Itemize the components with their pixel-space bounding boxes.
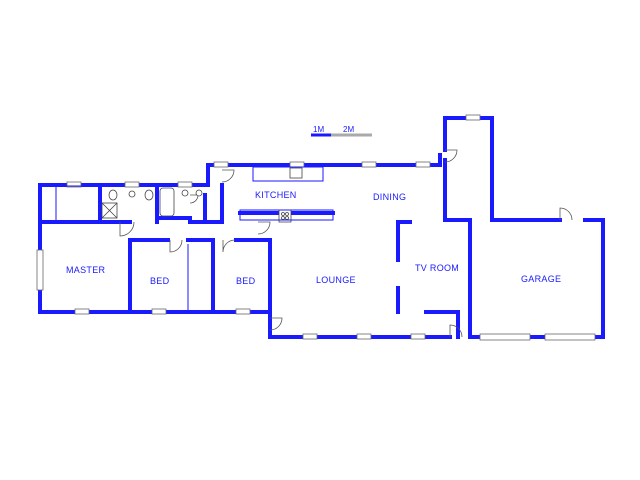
- window-lounge-bottom-1: [302, 333, 318, 340]
- door-kitchen-lounge: [257, 221, 271, 235]
- basin-2: [181, 189, 189, 197]
- toilet-1: [108, 189, 118, 201]
- door-bath: [189, 194, 199, 204]
- scale-label-1m: 1M: [313, 125, 324, 134]
- room-label-dining: DINING: [373, 192, 406, 202]
- window-bed2-bottom: [235, 308, 251, 315]
- window-entry-top: [465, 114, 481, 121]
- stove-burner-2: [285, 212, 289, 216]
- window-master-top: [66, 181, 82, 188]
- kitchen-sink: [289, 167, 303, 179]
- fixtures: [55, 166, 334, 223]
- window-master-bottom: [74, 308, 90, 315]
- kitchen-counter-top: [252, 166, 324, 182]
- room-label-bed-1: BED: [150, 276, 170, 286]
- room-label-bed-2: BED: [236, 276, 256, 286]
- window-dining-top-1: [361, 161, 377, 168]
- stove-burner-1: [281, 212, 285, 216]
- garage-door-2: [544, 333, 596, 341]
- wall-entry-tower: [443, 116, 494, 162]
- room-label-kitchen: KITCHEN: [255, 190, 297, 200]
- scale-bar: 1M 2M: [311, 125, 372, 137]
- toilet-2: [144, 189, 154, 201]
- window-lounge-bottom-2: [356, 333, 372, 340]
- basin-1: [128, 190, 136, 198]
- window-bed1-bottom: [151, 308, 167, 315]
- bathtub: [159, 187, 175, 217]
- door-garage-side: [559, 207, 573, 221]
- scale-label-2m: 2M: [343, 125, 354, 134]
- wall-lounge-bottom: [268, 310, 452, 339]
- window-bath-top: [124, 181, 140, 188]
- wall-kitchen-top: [206, 163, 442, 187]
- kitchen-counter-island: [239, 209, 334, 221]
- window-passage-top: [213, 161, 229, 168]
- room-label-garage: GARAGE: [521, 274, 561, 284]
- wall-garage-top-left: [490, 158, 562, 222]
- windows: [36, 114, 596, 341]
- basin-3: [195, 189, 203, 197]
- door-master: [119, 221, 135, 237]
- door-tv-exit: [449, 324, 463, 338]
- room-label-master: MASTER: [66, 265, 106, 275]
- room-label-lounge: LOUNGE: [316, 275, 356, 285]
- room-label-tv-room: TV ROOM: [415, 263, 459, 273]
- room-labels: MASTER BED BED KITCHEN DINING LOUNGE TV …: [66, 190, 561, 286]
- door-entry: [444, 149, 458, 163]
- stove-burner-3: [281, 216, 285, 220]
- stove-burner-4: [285, 216, 289, 220]
- shower-tray-cross-2: [101, 202, 118, 219]
- door-lounge: [269, 317, 283, 331]
- door-bed2: [222, 239, 236, 253]
- window-dining-top-2: [415, 161, 431, 168]
- window-kitchen-top: [289, 161, 305, 168]
- window-shower-top: [177, 181, 193, 188]
- garage-door-1: [479, 333, 531, 341]
- wall-garage-right: [468, 218, 605, 339]
- door-passage: [221, 169, 235, 183]
- window-master-side: [36, 249, 44, 291]
- master-wardrobe: [55, 185, 101, 222]
- door-bed1: [169, 239, 183, 253]
- doors: [119, 149, 573, 338]
- wall-bed2-top-right: [234, 238, 272, 314]
- walls: [38, 116, 605, 339]
- window-tv-bottom: [410, 333, 426, 340]
